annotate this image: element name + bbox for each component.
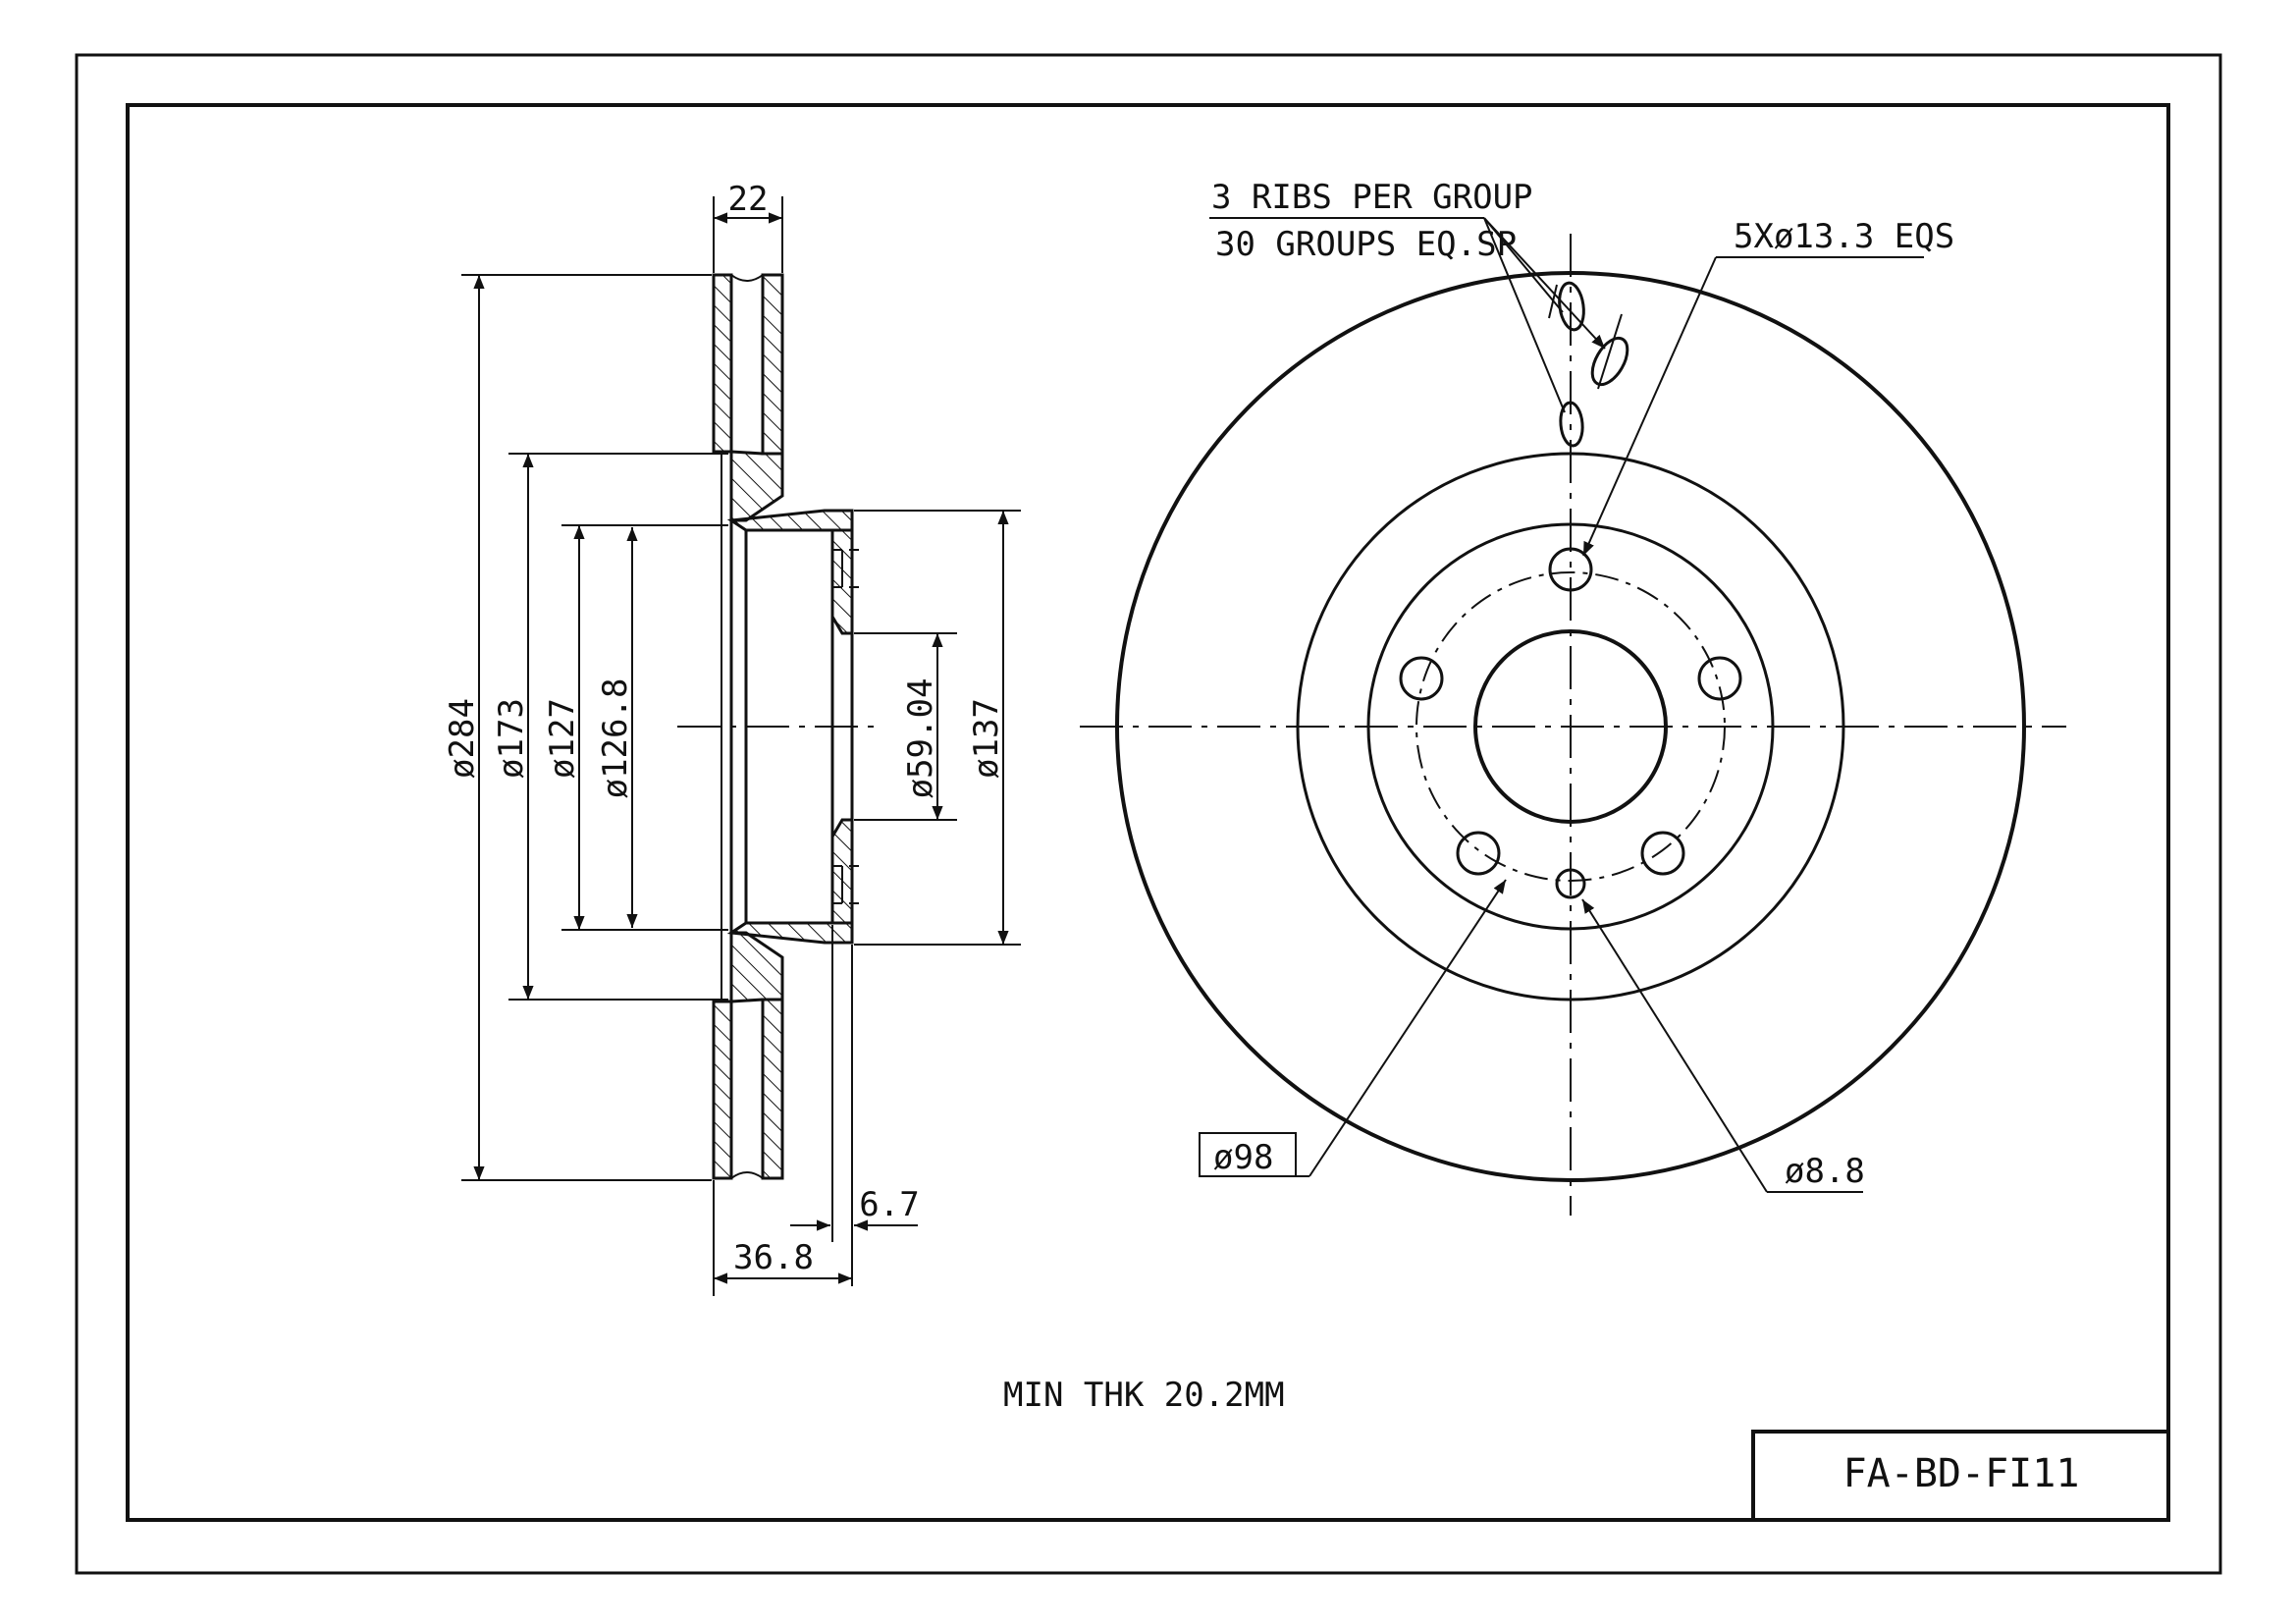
outboard-friction-ring-top bbox=[761, 273, 784, 456]
dim-offset-36-8: 36.8 bbox=[733, 1238, 814, 1277]
dim-thk-6-7: 6.7 bbox=[859, 1185, 919, 1224]
hat-flange-top bbox=[726, 509, 854, 532]
inboard-friction-ring-bottom bbox=[712, 1000, 733, 1180]
front-view: 3 RIBS PER GROUP 30 GROUPS EQ.SP 5Xø13.3… bbox=[1080, 178, 2066, 1216]
dim-d127: ø127 bbox=[543, 698, 582, 779]
inboard-friction-ring-top bbox=[712, 273, 733, 454]
note-ribs-line1: 3 RIBS PER GROUP bbox=[1211, 178, 1533, 217]
inner-frame bbox=[126, 103, 2170, 1522]
dim-d173: ø173 bbox=[492, 698, 531, 779]
part-number: FA-BD-FI11 bbox=[1843, 1451, 2080, 1496]
dim-d59-04: ø59.04 bbox=[901, 678, 940, 799]
note-bolt-holes: 5Xø13.3 EQS bbox=[1734, 217, 1954, 256]
dim-d126-8: ø126.8 bbox=[596, 678, 635, 799]
bolt-hole bbox=[1640, 831, 1685, 876]
center-bore bbox=[1473, 629, 1668, 824]
note-small-hole: ø8.8 bbox=[1785, 1152, 1865, 1191]
outboard-friction-ring-bottom bbox=[761, 998, 784, 1180]
locating-hole bbox=[1555, 868, 1586, 899]
dim-d284: ø284 bbox=[443, 698, 482, 779]
hat-flange-bottom bbox=[726, 921, 854, 945]
bolt-circle bbox=[1415, 571, 1726, 882]
note-min-thickness: MIN THK 20.2MM bbox=[1003, 1376, 1285, 1415]
hat-outer-edge bbox=[1366, 522, 1775, 931]
title-block: FA-BD-FI11 bbox=[1751, 1430, 2170, 1522]
friction-inner-edge bbox=[1296, 452, 1845, 1001]
dim-width-22: 22 bbox=[728, 180, 769, 219]
note-ribs-line2: 30 GROUPS EQ.SP bbox=[1215, 225, 1517, 264]
bolt-hole bbox=[1697, 656, 1742, 701]
bolt-hole bbox=[1548, 547, 1593, 592]
dim-d137: ø137 bbox=[967, 698, 1006, 779]
pcd-note-box bbox=[1199, 1132, 1297, 1177]
section-view: 22 ø284 ø173 ø127 ø126.8 ø59.04 ø137 bbox=[443, 180, 1021, 1296]
note-pcd: ø98 bbox=[1213, 1138, 1273, 1177]
rib-icon bbox=[1590, 336, 1629, 387]
outer-frame bbox=[75, 53, 2222, 1575]
bolt-hole bbox=[1399, 656, 1444, 701]
bolt-hole bbox=[1456, 831, 1501, 876]
hat-wall-bottom bbox=[729, 931, 784, 1003]
rib-icon bbox=[1559, 401, 1584, 448]
hat-wall-top bbox=[729, 450, 784, 522]
disc-outer-edge bbox=[1115, 271, 2026, 1182]
